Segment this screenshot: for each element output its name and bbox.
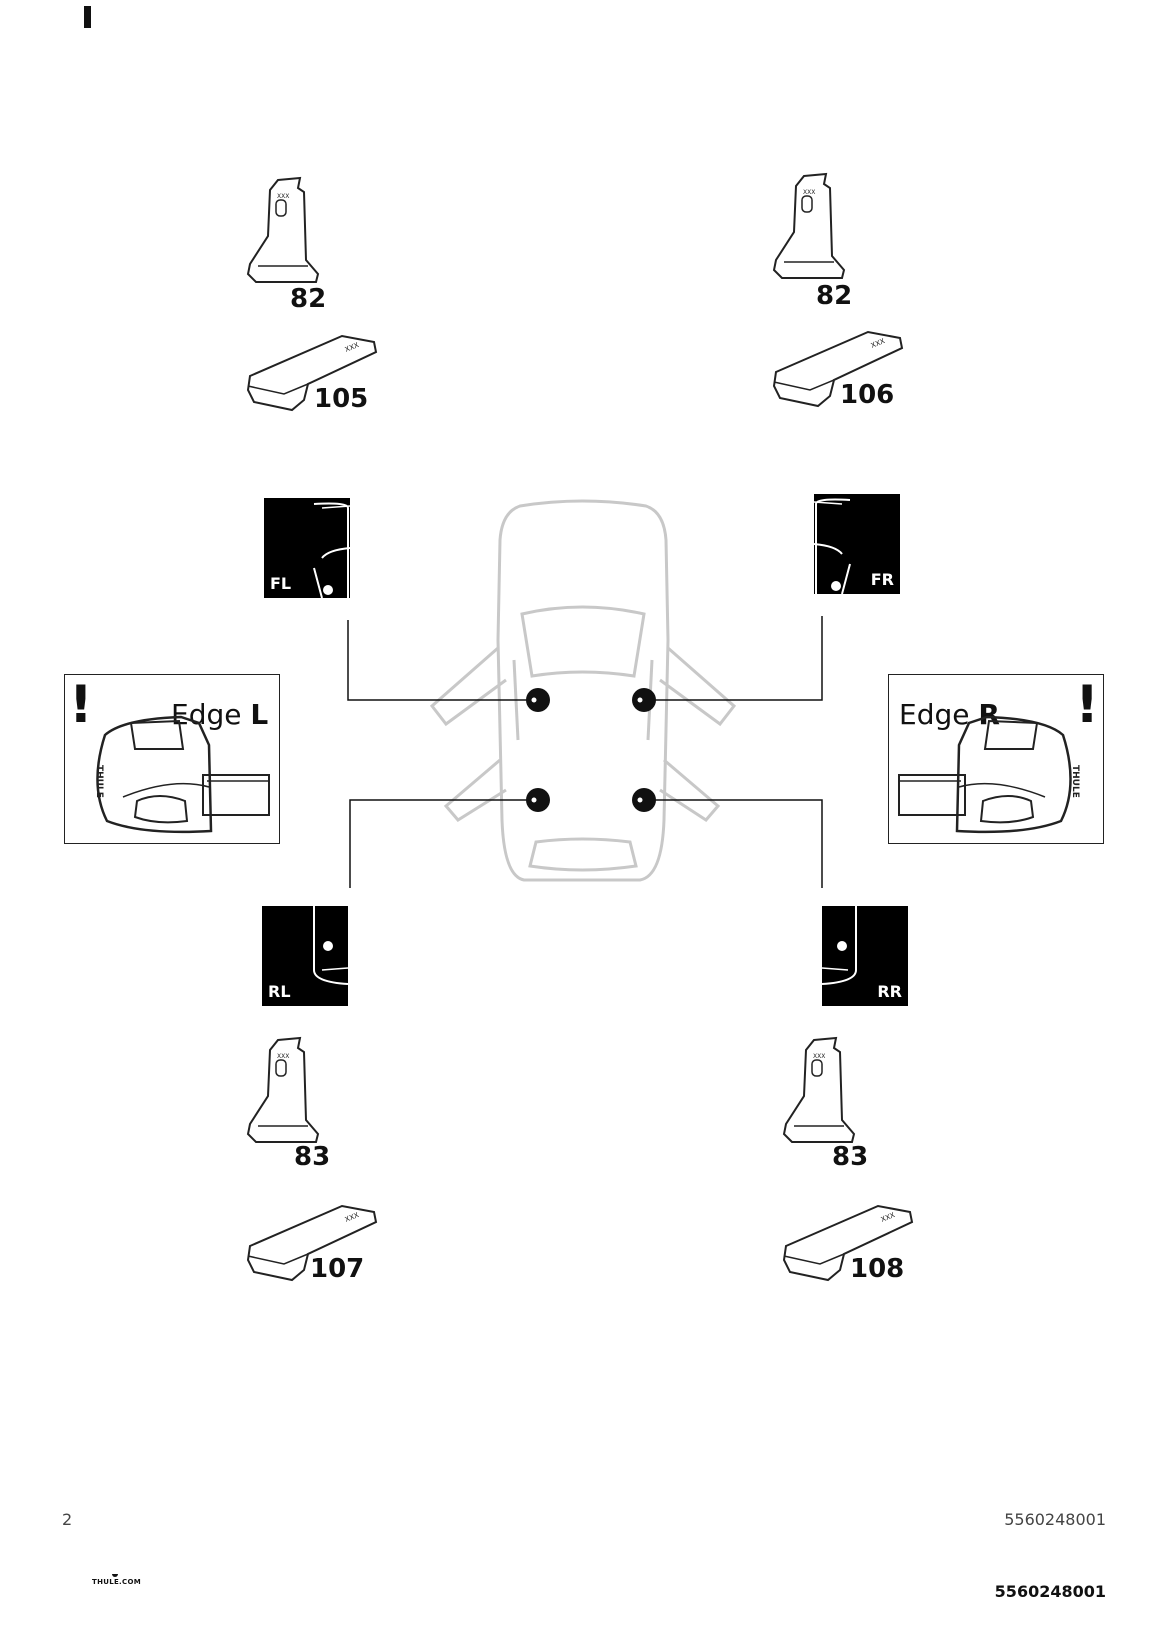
position-label-fr: FR xyxy=(870,570,894,589)
website-text: THULE.COM xyxy=(92,1578,141,1586)
position-box-fr: FR xyxy=(814,494,900,594)
pad-mark-text: XXX xyxy=(344,1211,361,1224)
part-number-fr-pad: 106 xyxy=(840,380,895,410)
part-number-rr-pad: 108 xyxy=(850,1254,905,1284)
brand-text: THULE xyxy=(1070,765,1080,798)
car-corner-icon xyxy=(313,906,348,985)
position-box-rl: RL xyxy=(262,906,348,1006)
pad-rl-icon: XXX xyxy=(246,1204,378,1282)
foot-mark-text: XXX xyxy=(277,1053,289,1060)
warning-icon: ! xyxy=(69,675,93,735)
foot-fr-icon: XXX xyxy=(772,172,846,279)
foot-mark-text: XXX xyxy=(813,1053,825,1060)
pad-rr-icon: XXX xyxy=(782,1204,914,1282)
logo-mark xyxy=(112,1574,118,1577)
corner-mark xyxy=(84,6,91,28)
position-label-rl: RL xyxy=(268,982,291,1001)
page-number: 2 xyxy=(62,1510,73,1529)
document-number-bold: 5560248001 xyxy=(994,1582,1106,1601)
pad-fl-icon: XXX xyxy=(246,334,378,412)
position-box-fl: FL xyxy=(264,498,350,598)
part-number-rr-foot: 83 xyxy=(832,1142,869,1172)
thule-logo: THULE.COM xyxy=(92,1574,142,1588)
edge-left-box: ! Edge L THULE xyxy=(64,674,280,844)
pad-mark-text: XXX xyxy=(880,1211,897,1224)
edge-right-foot-icon: THULE xyxy=(898,715,1080,834)
part-number-rl-pad: 107 xyxy=(310,1254,365,1284)
edge-right-box: ! Edge R THULE xyxy=(888,674,1104,844)
foot-fl-icon: XXX xyxy=(246,176,320,283)
foot-rr-icon: XXX xyxy=(782,1036,856,1143)
part-number-rl-foot: 83 xyxy=(294,1142,331,1172)
edge-left-foot-icon: THULE xyxy=(94,715,270,834)
part-number-fr-foot: 82 xyxy=(816,281,853,311)
brand-text: THULE xyxy=(94,765,104,798)
position-label-rr: RR xyxy=(877,982,902,1001)
warning-icon: ! xyxy=(1075,675,1099,735)
car-corner-icon xyxy=(814,498,851,594)
document-number: 5560248001 xyxy=(1004,1510,1106,1529)
car-corner-icon xyxy=(313,502,350,598)
part-number-fl-foot: 82 xyxy=(290,284,327,314)
position-box-rr: RR xyxy=(822,906,908,1006)
foot-mark-text: XXX xyxy=(803,189,815,196)
foot-rl-icon: XXX xyxy=(246,1036,320,1143)
foot-mark-text: XXX xyxy=(277,193,289,200)
part-number-fl-pad: 105 xyxy=(314,384,369,414)
position-label-fl: FL xyxy=(270,574,292,593)
pad-fr-icon: XXX xyxy=(772,330,904,408)
edge-left-label: Edge L xyxy=(171,698,269,731)
car-corner-icon xyxy=(822,906,857,985)
